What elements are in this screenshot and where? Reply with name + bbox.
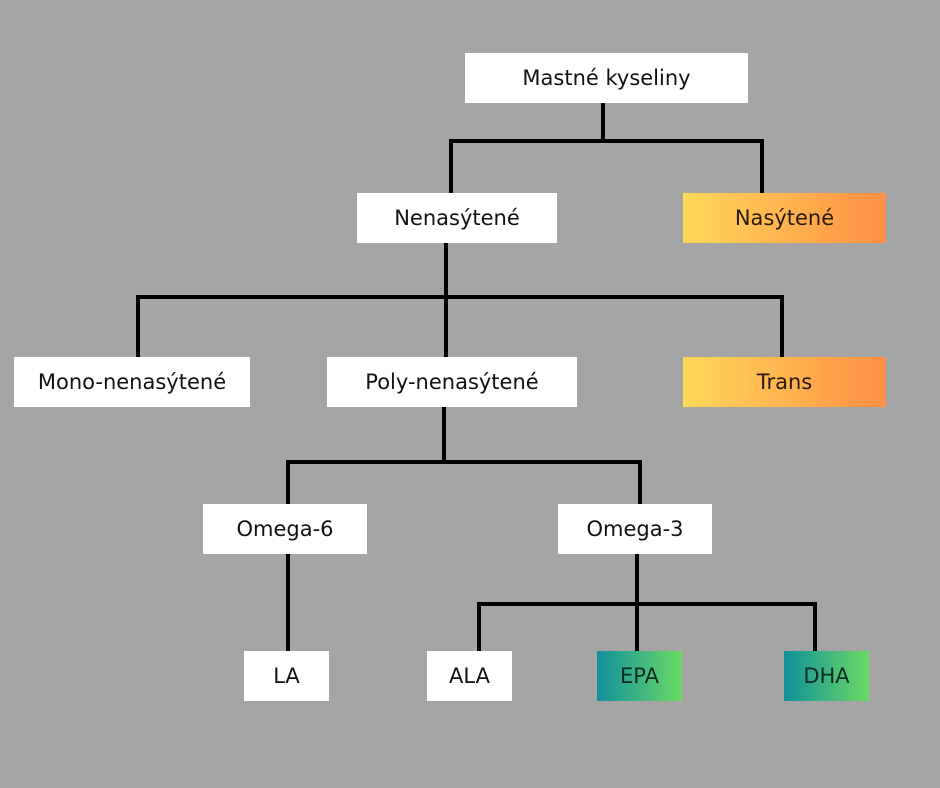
node-label: DHA [803,664,850,688]
node-omega-3: Omega-3 [558,504,712,554]
node-label: Omega-3 [586,517,684,541]
node-epa: EPA [597,651,682,701]
node-nenasytene: Nenasýtené [357,193,557,243]
node-ala: ALA [427,651,512,701]
node-label: Mastné kyseliny [522,66,691,90]
node-label: Omega-6 [236,517,334,541]
node-la: LA [244,651,329,701]
node-label: Nasýtené [734,206,835,230]
edge-poly [286,405,642,505]
node-mono-nenasytene: Mono-nenasýtené [14,357,250,407]
node-label: ALA [449,664,490,688]
node-label: Nenasýtené [394,206,520,230]
node-omega-6: Omega-6 [203,504,367,554]
node-label: LA [273,664,300,688]
node-label: Trans [756,370,813,394]
edge-unsaturated [136,241,784,357]
edge-root [449,101,764,195]
node-dha: DHA [784,651,869,701]
node-poly-nenasytene: Poly-nenasýtené [327,357,577,407]
edge-omega3 [477,552,817,653]
node-trans: Trans [683,357,886,407]
node-label: EPA [620,664,659,688]
node-nasytene: Nasýtené [683,193,886,243]
node-label: Poly-nenasýtené [365,370,539,394]
node-mastne-kyseliny: Mastné kyseliny [465,53,748,103]
node-label: Mono-nenasýtené [37,370,227,394]
